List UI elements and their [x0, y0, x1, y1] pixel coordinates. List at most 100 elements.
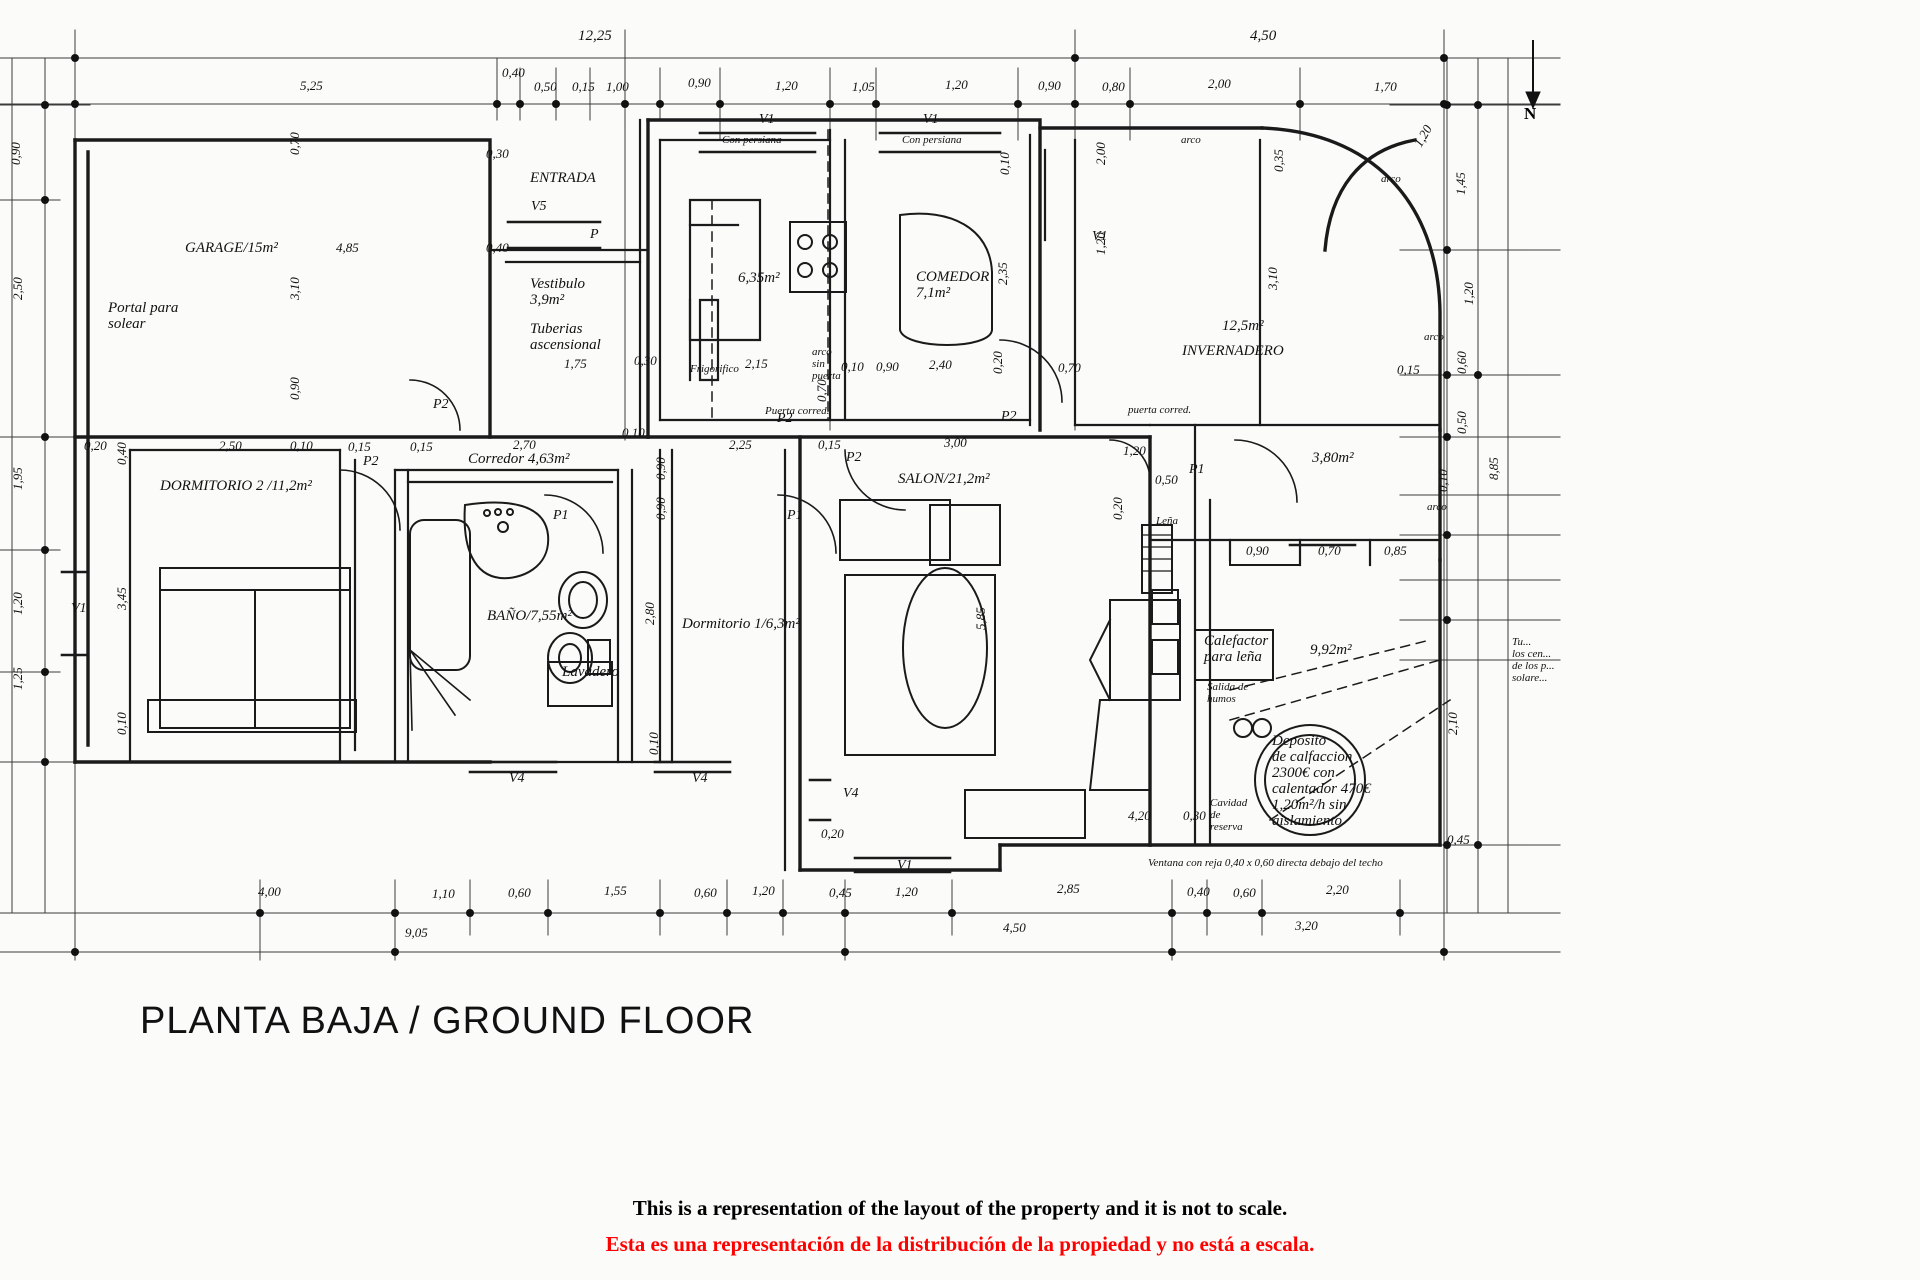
dim-interior-0: 0,30: [486, 146, 509, 161]
opening-tag-v4-15: V4: [843, 786, 859, 801]
dim-interior-43: 3,00: [943, 435, 967, 450]
dim-interior-40: 0,10: [622, 425, 645, 440]
dim-interior-4: 0,70: [287, 132, 302, 155]
dim-interior-9: 0,10: [841, 359, 864, 374]
dim-bottom-row1-6: 0,45: [829, 885, 852, 900]
dim-bottom-row1-2: 0,60: [508, 885, 531, 900]
dim-top-row2-7: 1,05: [852, 79, 875, 94]
room-label-area992: 9,92m²: [1310, 642, 1352, 658]
dim-interior-15: 0,10: [997, 152, 1012, 175]
annotation-3: arco: [1381, 173, 1401, 185]
room-label-dormitorio2: DORMITORIO 2 /11,2m²: [159, 478, 312, 494]
north-label: N: [1524, 104, 1537, 123]
dim-interior-39: 2,70: [513, 437, 536, 452]
annotation-14: Tu...los cen...de los p...solare...: [1512, 636, 1554, 684]
dim-interior-54: 2,80: [642, 602, 657, 625]
dim-interior-17: 1,20: [1093, 232, 1108, 255]
room-label-entrada: ENTRADA: [529, 170, 597, 186]
hidden-lines: [647, 129, 1452, 822]
dim-interior-58: 0,70: [814, 379, 829, 402]
dim-interior-38: 0,15: [410, 439, 433, 454]
opening-tag-p2-3: P2: [776, 411, 793, 426]
opening-tag-v1-9: V1: [759, 112, 775, 127]
north-arrow: [1525, 40, 1541, 110]
dim-interior-24: 0,60: [1454, 351, 1469, 374]
dim-interior-55: 0,10: [646, 732, 661, 755]
dim-interior-1: 0,40: [486, 240, 509, 255]
dim-interior-16: 2,00: [1093, 142, 1108, 165]
dim-interior-22: 1,45: [1453, 172, 1468, 195]
dim-interior-31: 1,20: [10, 592, 25, 615]
room-label-salon: SALON/21,2m²: [898, 471, 990, 487]
dim-bottom-row1-7: 1,20: [895, 884, 918, 899]
dim-interior-5: 0,90: [287, 377, 302, 400]
room-label-invernadero: INVERNADERO: [1181, 343, 1284, 359]
room-label-cocina: 6,35m²: [738, 270, 780, 286]
dim-interior-13: 0,70: [1058, 360, 1081, 375]
opening-tag-p2-5: P2: [1000, 409, 1017, 424]
dim-top-row2-5: 0,90: [688, 75, 711, 90]
dim-bottom-row1-0: 4,00: [258, 884, 281, 899]
dim-interior-41: 2,25: [729, 437, 752, 452]
annotation-5: arco: [1427, 501, 1447, 513]
dim-interior-11: 2,40: [929, 357, 952, 372]
annotation-8: Frigorifico: [689, 363, 739, 375]
dim-bottom-row1-5: 1,20: [752, 883, 775, 898]
opening-tag-p1-6: P1: [552, 508, 569, 523]
opening-tag-p-0: P: [589, 227, 599, 242]
door-swings: [339, 339, 1298, 736]
dim-top-row2-11: 2,00: [1208, 76, 1231, 91]
dim-top-row2-6: 1,20: [775, 78, 798, 93]
opening-tag-v5-17: V5: [531, 199, 547, 214]
room-label-garage: GARAGE/15m²: [185, 240, 278, 256]
dim-interior-57: 2,10: [1445, 712, 1460, 735]
dim-interior-51: 0,10: [114, 712, 129, 735]
dim-bottom-row1-12: 0,45: [1447, 832, 1470, 847]
dim-interior-56: 5,85: [973, 607, 988, 630]
dim-interior-47: 0,90: [1246, 543, 1269, 558]
dim-top-row2-3: 0,15: [572, 79, 595, 94]
opening-tag-p2-4: P2: [845, 450, 862, 465]
annotation-6: Puerta corred.: [764, 405, 829, 417]
annotation-0: Con persiana: [722, 134, 782, 146]
dim-interior-37: 0,15: [348, 439, 371, 454]
dim-bottom-row2-0: 9,05: [405, 925, 428, 940]
dim-top-overall-0: 12,25: [578, 28, 612, 44]
dim-interior-34: 0,40: [114, 442, 129, 465]
room-label-bano: BAÑO/7,55m²: [487, 607, 572, 624]
room-label-invernadero_area: 12,5m²: [1222, 318, 1264, 334]
room-label-area380: 3,80m²: [1311, 450, 1354, 466]
dim-interior-2: 4,85: [336, 240, 359, 255]
dim-interior-33: 0,20: [84, 438, 107, 453]
dim-interior-35: 2,50: [219, 438, 242, 453]
dim-interior-32: 1,25: [10, 667, 25, 690]
room-label-dormitorio1: Dormitorio 1/6,3m²: [681, 616, 800, 632]
dim-bottom-row1-9: 0,40: [1187, 884, 1210, 899]
dim-interior-49: 0,85: [1384, 543, 1407, 558]
dim-interior-46: 0,20: [1110, 497, 1125, 520]
dim-top-row2-12: 1,70: [1374, 79, 1397, 94]
opening-tag-v1-12: V1: [71, 601, 87, 616]
annotation-13: Ventana con reja 0,40 x 0,60 directa deb…: [1148, 857, 1383, 869]
fixtures: [147, 212, 1366, 839]
dim-top-row2-1: 0,40: [502, 65, 525, 80]
annotation-1: Con persiana: [902, 134, 962, 146]
dim-interior-60: 0,30: [1183, 808, 1206, 823]
dim-interior-30: 1,95: [10, 467, 25, 490]
dim-interior-42: 0,15: [818, 437, 841, 452]
dim-interior-12: 0,20: [990, 351, 1005, 374]
room-label-lavadero: Lavadero: [561, 664, 619, 680]
window-symbols: [60, 131, 1357, 874]
dim-interior-48: 0,70: [1318, 543, 1341, 558]
dim-top-row2-4: 1,00: [606, 79, 629, 94]
